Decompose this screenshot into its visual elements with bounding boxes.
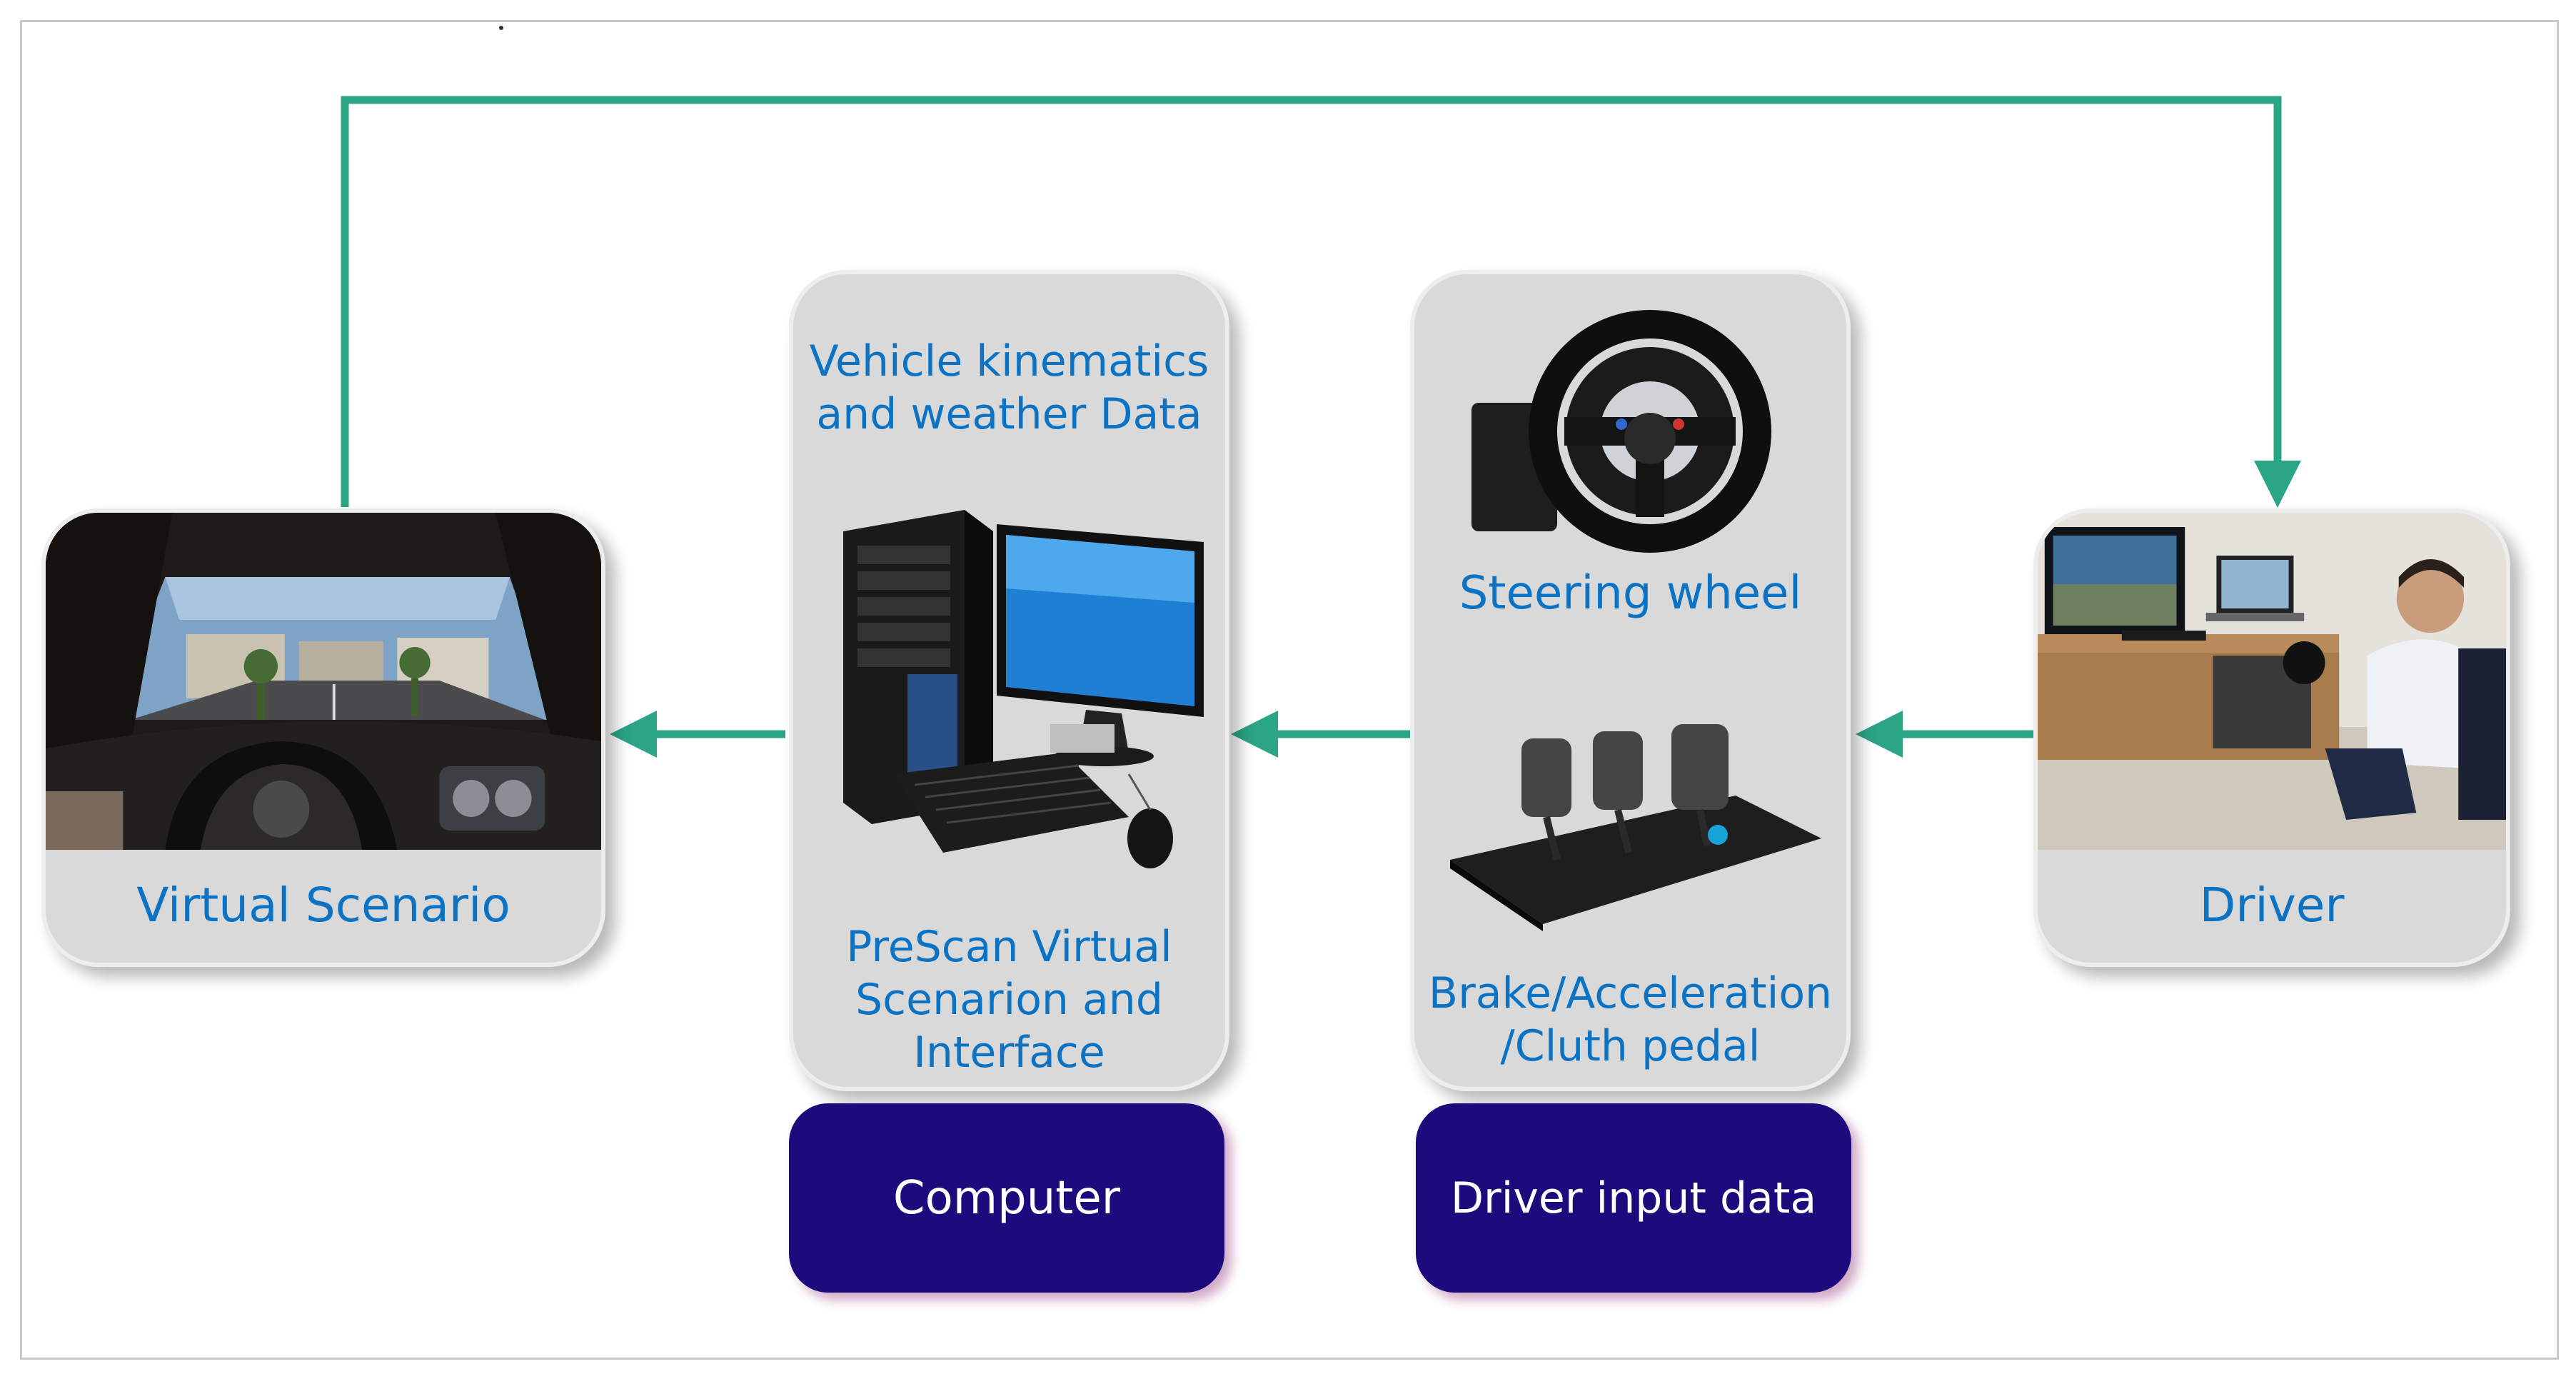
driver-input-top-caption-line-1: Steering wheel — [1459, 567, 1802, 620]
computer-top-caption-line-1: Vehicle kinematics — [809, 336, 1209, 386]
computer-bottom-caption-line-1: PreScan Virtual — [846, 922, 1172, 972]
driver-input-bottom-caption-line-2: /Cluth pedal — [1500, 1021, 1761, 1071]
desktop-computer-icon — [843, 510, 1204, 868]
computer-top-caption-line-2: and weather Data — [816, 389, 1202, 439]
steering-wheel-icon — [1471, 310, 1771, 553]
driver-photo — [2038, 513, 2506, 850]
driver-input-bottom-caption-line-1: Brake/Acceleration — [1428, 968, 1833, 1018]
stray-dot — [499, 26, 503, 30]
virtual-scenario-label: Virtual Scenario — [136, 878, 510, 933]
edge-virtual-scenario-to-driver — [341, 96, 2301, 508]
computer-bottom-caption-line-2: Scenarion and — [855, 975, 1163, 1025]
virtual-scenario-card: Virtual Scenario — [41, 508, 605, 967]
car-interior-image — [46, 513, 601, 850]
driver-input-tag: Driver input data — [1416, 1103, 1851, 1293]
driver-label: Driver — [2199, 878, 2345, 933]
computer-card: Vehicle kinematics and weather Data PreS… — [789, 270, 1229, 1091]
pedals-icon — [1450, 724, 1821, 931]
driver-input-top-caption: Steering wheel — [1414, 567, 1846, 620]
driver-input-bottom-caption: Brake/Acceleration /Cluth pedal — [1414, 967, 1846, 1073]
computer-bottom-caption: PreScan Virtual Scenarion and Interface — [793, 921, 1225, 1079]
computer-top-caption: Vehicle kinematics and weather Data — [793, 335, 1225, 441]
computer-tag: Computer — [789, 1103, 1224, 1293]
driver-card: Driver — [2033, 508, 2510, 967]
computer-bottom-caption-line-3: Interface — [913, 1028, 1105, 1078]
driver-input-card: Steering wheel Brake/Acceleration /Cluth… — [1410, 270, 1851, 1091]
